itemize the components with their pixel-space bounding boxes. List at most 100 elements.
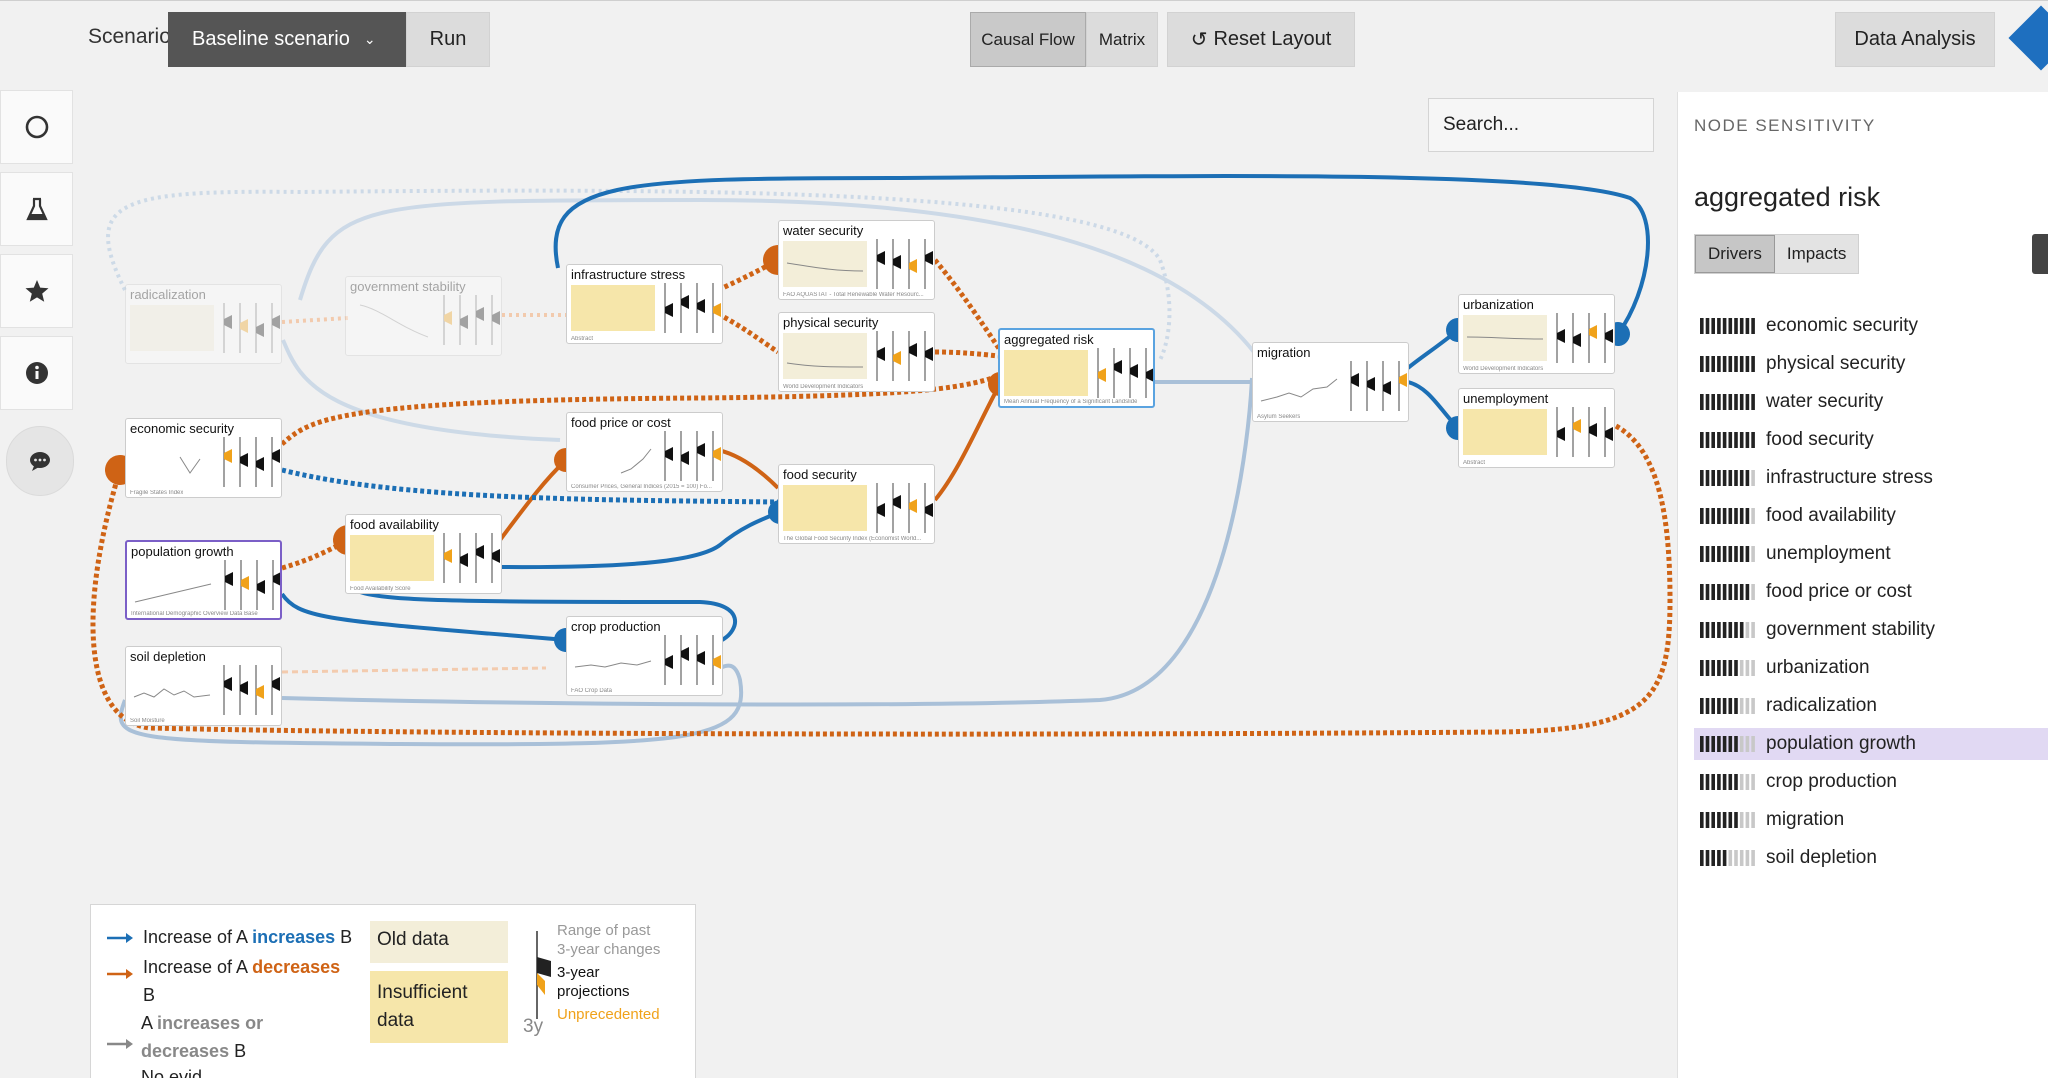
chat-button[interactable] [6, 426, 74, 496]
driver-row[interactable]: unemployment [1694, 538, 2048, 570]
node-government-stability[interactable]: government stability [345, 276, 502, 356]
strength-bar [1717, 622, 1721, 638]
causal-flow-button-label: Causal Flow [981, 29, 1075, 49]
driver-row[interactable]: urbanization [1694, 652, 2048, 684]
projection-glyph [240, 681, 248, 695]
strength-bar [1711, 318, 1715, 334]
node-migration[interactable]: migration Asylum Seekers [1252, 342, 1409, 422]
strength-bar [1705, 584, 1710, 600]
projection-glyph [476, 545, 484, 559]
flask-tool-button[interactable] [0, 172, 73, 246]
driver-row[interactable]: population growth [1694, 728, 2048, 760]
node-unemployment[interactable]: unemployment Abstract [1458, 388, 1615, 468]
corner-diamond-icon[interactable] [2008, 5, 2048, 71]
projection-glyph [224, 315, 232, 329]
node-source: World Development Indicators [783, 384, 864, 390]
node-population-growth[interactable]: population growth International Demograp… [125, 540, 282, 620]
strength-bar [1734, 394, 1738, 410]
strength-bar [1711, 850, 1715, 866]
strength-bar [1705, 622, 1710, 638]
panel-title: aggregated risk [1694, 182, 1881, 212]
projection-glyph [240, 319, 248, 333]
driver-row[interactable]: radicalization [1694, 690, 2048, 722]
driver-strength-bars [1700, 356, 1755, 372]
legend-decrease-word: decreases [252, 957, 341, 977]
strength-bar [1705, 318, 1710, 334]
reset-layout-button[interactable]: ↺ Reset Layout [1167, 12, 1355, 67]
driver-row[interactable]: food availability [1694, 500, 2048, 532]
strength-bar [1711, 736, 1715, 752]
reset-layout-button-label: Reset Layout [1213, 28, 1332, 50]
strength-bar [1745, 432, 1750, 448]
node-title: radicalization [130, 287, 206, 302]
node-economic-security[interactable]: economic security Fragile States Index [125, 418, 282, 498]
legend-increase-suffix: B [335, 927, 353, 947]
scenario-dropdown[interactable]: Baseline scenario ⌄ [168, 12, 406, 67]
legend-insufficient-line1: Insufficient [377, 982, 468, 1003]
projection-glyph [1367, 377, 1375, 391]
strength-bar [1728, 356, 1733, 372]
node-food-availability[interactable]: food availability Food Availability Scor… [345, 514, 502, 594]
strength-bar [1734, 318, 1738, 334]
strength-bar [1700, 584, 1704, 600]
projection-glyph [681, 451, 689, 465]
strength-bar [1700, 736, 1704, 752]
strength-bar [1705, 546, 1710, 562]
node-history-plot [350, 535, 434, 581]
node-food-price[interactable]: food price or cost Consumer Prices, Gene… [566, 412, 723, 492]
driver-row[interactable]: economic security [1694, 310, 2048, 342]
strength-bar [1745, 470, 1750, 486]
strength-bar [1722, 584, 1727, 600]
circle-tool-button[interactable] [0, 90, 73, 164]
driver-row[interactable]: infrastructure stress [1694, 462, 2048, 494]
driver-row[interactable]: crop production [1694, 766, 2048, 798]
projection-glyph [225, 572, 233, 586]
star-tool-button[interactable] [0, 254, 73, 328]
driver-row[interactable]: water security [1694, 386, 2048, 418]
info-tool-button[interactable] [0, 336, 73, 410]
strength-bar [1745, 622, 1750, 638]
node-infrastructure-stress[interactable]: infrastructure stress Abstract [566, 264, 723, 344]
strength-bar [1700, 546, 1704, 562]
node-crop-production[interactable]: crop production FAO Crop Data [566, 616, 723, 696]
node-soil-depletion[interactable]: soil depletion Soil Moisture [125, 646, 282, 726]
strength-bar [1728, 470, 1733, 486]
run-button[interactable]: Run [406, 12, 490, 67]
strength-bar [1700, 660, 1704, 676]
driver-row[interactable]: physical security [1694, 348, 2048, 380]
projection-glyph [1573, 419, 1581, 433]
causal-flow-button[interactable]: Causal Flow [970, 12, 1086, 67]
data-analysis-button[interactable]: Data Analysis [1835, 12, 1995, 67]
node-aggregated-risk[interactable]: aggregated risk Mean Annual Frequency of… [998, 328, 1155, 408]
strength-bar [1739, 660, 1744, 676]
driver-label: population growth [1766, 733, 1916, 754]
node-title: population growth [131, 544, 234, 559]
panel-edge-button[interactable] [2032, 234, 2048, 274]
search-input[interactable] [1428, 98, 1654, 152]
tab-drivers[interactable]: Drivers [1695, 235, 1775, 273]
node-title: food price or cost [571, 415, 671, 430]
driver-row[interactable]: food security [1694, 424, 2048, 456]
node-urbanization[interactable]: urbanization World Development Indicator… [1458, 294, 1615, 374]
node-food-security[interactable]: food security The Global Food Security I… [778, 464, 935, 544]
legend-arrows [107, 933, 133, 1049]
node-water-security[interactable]: water security FAO AQUASTAT - Total Rene… [778, 220, 935, 300]
node-projection-chart [223, 303, 280, 353]
node-physical-security[interactable]: physical security World Development Indi… [778, 312, 935, 392]
legend-ambiguous-word1: increases or [157, 1013, 264, 1033]
driver-row[interactable]: migration [1694, 804, 2048, 836]
driver-row[interactable]: soil depletion [1694, 842, 2048, 874]
node-history-plot [359, 304, 429, 338]
node-radicalization[interactable]: radicalization [125, 284, 282, 364]
strength-bar [1745, 736, 1750, 752]
tab-impacts[interactable]: Impacts [1786, 244, 1847, 263]
node-source: FAO AQUASTAT - Total Renewable Water Res… [783, 292, 924, 298]
causal-graph-edges [90, 174, 1673, 747]
matrix-button[interactable]: Matrix [1086, 12, 1158, 67]
driver-row[interactable]: government stability [1694, 614, 2048, 646]
strength-bar [1705, 850, 1710, 866]
legend-ambiguous-prefix: A [141, 1013, 158, 1033]
legend-no-evidence: No evid... [141, 1067, 218, 1078]
driver-row[interactable]: food price or cost [1694, 576, 2048, 608]
